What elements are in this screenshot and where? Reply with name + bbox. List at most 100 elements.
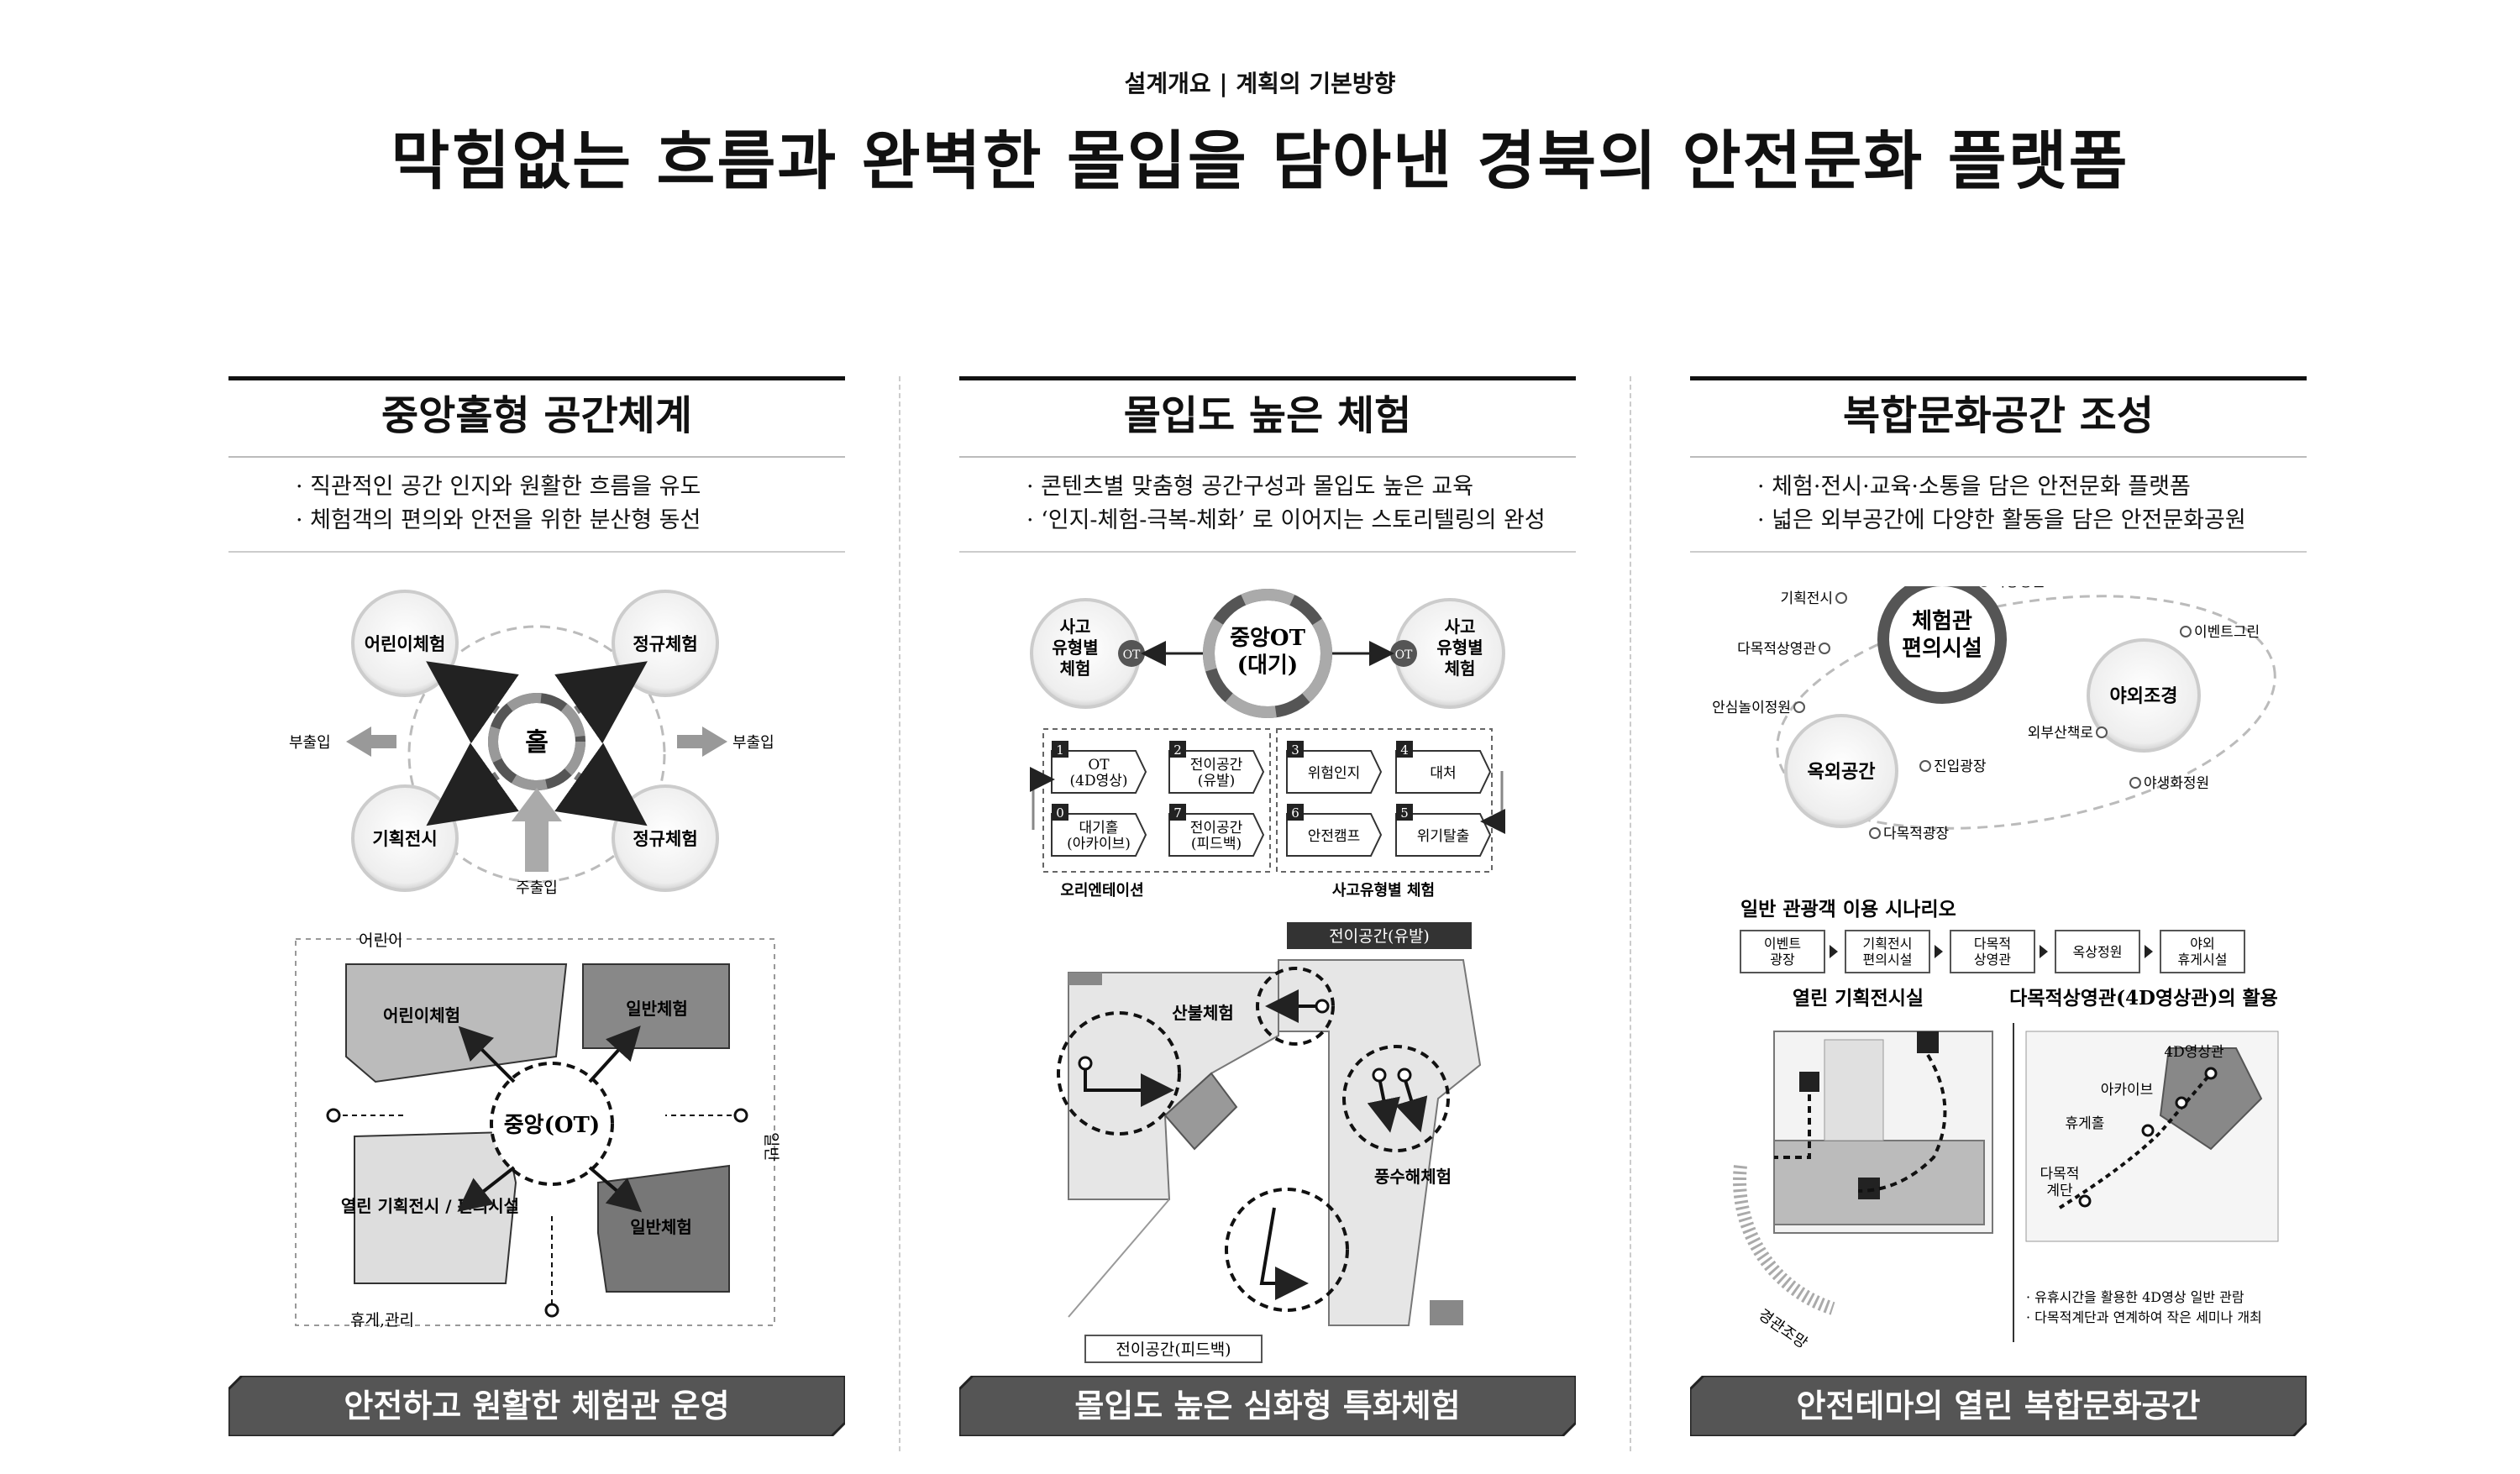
bullet: · 넓은 외부공간에 다양한 활동을 담은 안전문화공원: [1757, 507, 2246, 533]
flow-arrows: [426, 661, 648, 826]
sub-title: 열린 기획전시실: [1793, 987, 1924, 1010]
node-label: 정규체험: [633, 828, 697, 849]
room-label: 열린 기획전시 / 편의시설: [341, 1196, 519, 1216]
floor-plan: 어린이 일반 휴게,관리 어린이체험 일반체험 열린 기획전시 / 편의시설 일…: [295, 931, 780, 1330]
step-label: 대처: [1430, 765, 1456, 782]
side-entry-arrow: [677, 727, 727, 757]
network-label: 진입광장: [1934, 758, 1987, 775]
network-label: 이벤트그린: [2194, 624, 2260, 641]
column-divider: [1630, 376, 1631, 1451]
step-number: 7: [1173, 805, 1182, 821]
hub-node: 정규체험: [612, 784, 719, 892]
flow-step: 7 전이공간(피드백): [1168, 804, 1265, 857]
main-entry-label: 주출입: [516, 879, 558, 897]
column-culture-space: 복합문화공간 조성 · 체험·전시·교육·소통을 담은 안전문화 플랫폼 · 넓…: [1690, 376, 2307, 1451]
flow-group-label: 사고유형별 체험: [1332, 881, 1435, 900]
network-label: 다목적광장: [1883, 826, 1950, 842]
network-label: 안심놀이정원: [1712, 700, 1791, 716]
bullet: · 직관적인 공간 인지와 원활한 흐름을 유도: [296, 474, 701, 500]
sub-plans: 열린 기획전시실 다목적상영관(4D영상관)의 활용 경관조망 4D영상관아카이…: [1733, 987, 2279, 1352]
plan-label: 4D영상관: [2164, 1044, 2223, 1061]
column-title: 복합문화공간 조성: [1690, 376, 2307, 458]
main-entry-arrow: [512, 788, 562, 872]
plan-tag: 전이공간(유발): [1329, 927, 1430, 946]
step-label: 위기탈출: [1417, 828, 1470, 845]
column-divider: [899, 376, 900, 1451]
network-label: 옥상정원: [1992, 586, 2045, 590]
column-banner: 안전하고 원활한 체험관 운영: [228, 1376, 845, 1436]
network-node-label: 야외조경: [2110, 685, 2178, 707]
step-label: 전이공간(피드백): [1190, 820, 1243, 852]
plan-center-label: 중앙(OT): [504, 1113, 600, 1138]
flow-step: 2 전이공간(유발): [1168, 741, 1265, 794]
plan-label: 일반: [762, 1132, 780, 1162]
column-title: 몰입도 높은 체험: [959, 376, 1576, 458]
side-entry-label: 부출입: [289, 734, 331, 752]
room-label: 일반체험: [626, 999, 688, 1019]
room-label: 어린이체험: [383, 1005, 460, 1026]
ot-badge: OT: [1123, 648, 1141, 662]
hub-node: 기획전시: [351, 784, 459, 892]
divider: [959, 551, 1576, 553]
step-label: 안전캠프: [1308, 828, 1361, 845]
network-label: 다목적상영관: [1737, 641, 1816, 658]
flow-step: 1OT(4D영상): [1051, 741, 1147, 794]
room-label: 산불체험: [1172, 1003, 1234, 1023]
room-label: 풍수해체험: [1374, 1167, 1452, 1187]
network-label: 외부산책로: [2028, 725, 2093, 742]
room-label: 일반체험: [630, 1217, 692, 1237]
plan-label: 휴게,관리: [350, 1311, 414, 1330]
step-number: 0: [1056, 805, 1064, 821]
column-bullets: · 직관적인 공간 인지와 원활한 흐름을 유도 · 체험객의 편의와 안전을 …: [296, 470, 833, 538]
note-line: · 다목적계단과 연계하여 작은 세미나 개최: [2026, 1309, 2262, 1325]
step-number: 3: [1291, 742, 1299, 758]
sub-title: 다목적상영관(4D영상관)의 활용: [2009, 987, 2278, 1010]
step-number: 2: [1173, 742, 1182, 758]
note-line: · 유휴시간을 활용한 4D영상 일반 관람: [2026, 1289, 2244, 1305]
hub-diagram: 어린이체험 정규체험 기획전시 정규체험 홀 부출입 부출입 주출입 어린이 일…: [289, 590, 780, 1330]
network-label: 기획전시: [1780, 590, 1833, 607]
plan-label: 휴게홀: [2066, 1115, 2105, 1132]
step-number: 4: [1400, 742, 1409, 758]
column-title: 중앙홀형 공간체계: [228, 376, 845, 458]
node-label: 기획전시: [372, 828, 437, 849]
flow-group-label: 오리엔테이션: [1060, 882, 1143, 900]
scenario-label: 옥상정원: [2073, 944, 2123, 960]
network-label: 야생화정원: [2144, 775, 2209, 792]
bullet: · ‘인지-체험-극복-체화’ 로 이어지는 스토리텔링의 완성: [1026, 507, 1546, 533]
bullet: · 체험·전시·교육·소통을 담은 안전문화 플랫폼: [1757, 474, 2191, 500]
plan-label: 어린이: [359, 931, 402, 950]
page-title: 막힘없는 흐름과 완벽한 몰입을 담아낸 경북의 안전문화 플랫폼: [391, 123, 2129, 198]
step-label: OT(4D영상): [1070, 757, 1128, 789]
divider: [1690, 551, 2307, 553]
plan-label: 아카이브: [2101, 1082, 2154, 1099]
column-banner: 몰입도 높은 심화형 특화체험: [959, 1376, 1576, 1436]
flow-step: 5 위기탈출: [1395, 804, 1492, 857]
step-number: 5: [1400, 805, 1409, 821]
banner-label: 안전하고 원활한 체험관 운영: [344, 1387, 730, 1424]
network-node-label: 옥외공간: [1808, 761, 1876, 783]
divider: [228, 551, 845, 553]
side-entry-arrow: [346, 727, 396, 757]
ot-badge: OT: [1395, 648, 1413, 662]
ot-center-label: 중앙OT(대기): [1230, 626, 1305, 679]
step-label: 전이공간(유발): [1190, 757, 1243, 789]
step-label: 위험인지: [1308, 765, 1361, 782]
floor-plan: 전이공간(유발) 산불체험 풍수해체험 전이공간(피드백): [1057, 922, 1482, 1363]
node-label: 어린이체험: [365, 633, 446, 654]
hub-node: 어린이체험: [351, 590, 459, 697]
